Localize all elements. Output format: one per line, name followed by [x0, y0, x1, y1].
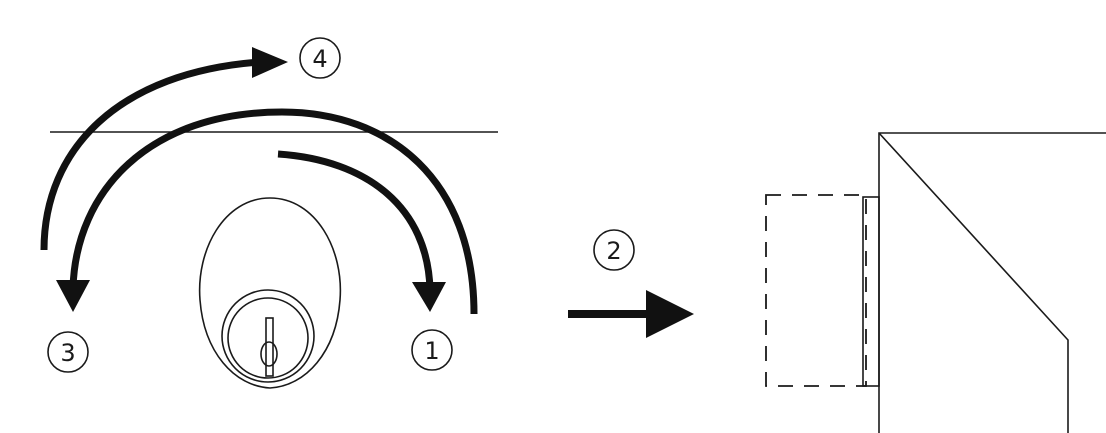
- push-arrow-head: [646, 290, 694, 338]
- step-label-2: 2: [593, 229, 635, 271]
- door-frame: [878, 132, 1106, 433]
- key-cylinder: [221, 289, 315, 383]
- arrowhead-3: [56, 280, 90, 312]
- door-bevel: [878, 132, 1069, 433]
- step-label-4: 4: [299, 37, 341, 79]
- step-label-1: 1: [411, 329, 453, 371]
- arrowhead-4: [252, 47, 288, 78]
- key-cylinder-inner: [227, 297, 309, 379]
- lock-housing: [198, 197, 342, 389]
- svg-text:1: 1: [424, 337, 439, 365]
- svg-text:4: 4: [312, 45, 327, 73]
- rotation-arrow-4: [40, 58, 261, 251]
- rotation-arrow-1: [277, 150, 434, 291]
- step-label-3: 3: [47, 331, 89, 373]
- rotation-arrow-3: [69, 108, 478, 315]
- arrowhead-1: [412, 282, 446, 312]
- bolt-outline-dashed: [765, 194, 867, 387]
- svg-text:3: 3: [60, 339, 75, 367]
- key-slot: [265, 317, 274, 377]
- svg-text:2: 2: [606, 237, 621, 265]
- key-slot-bulb: [260, 341, 278, 367]
